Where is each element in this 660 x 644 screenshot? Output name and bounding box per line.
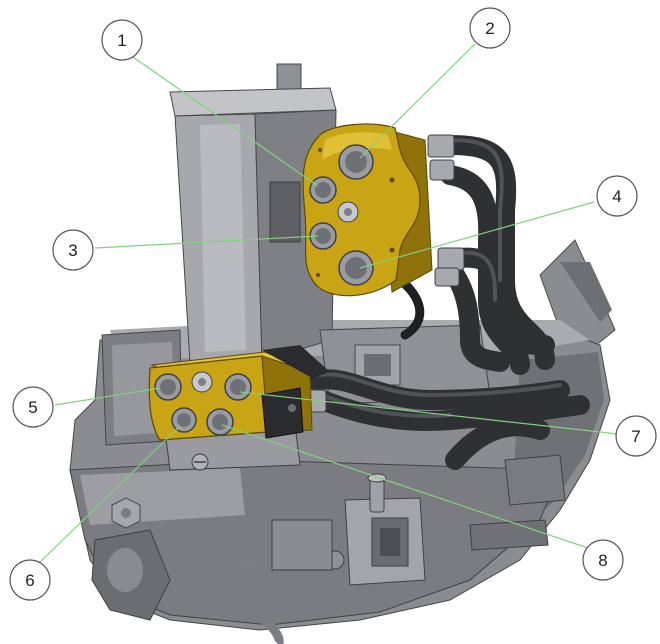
hose-7 [445,416,550,470]
upper-coupling-plate [302,123,433,297]
lower-plate-bracket [261,387,304,439]
hose-5 [310,369,570,411]
leader-lines [35,43,619,567]
hydraulic-hoses [300,135,590,470]
mid-frame-bracket-inner [364,354,391,376]
lower-coupling-plate [148,345,330,441]
tow-hitch [325,473,426,586]
upper-plate-body [302,123,421,297]
leader-7 [239,391,619,435]
svg-text:6: 6 [25,571,34,590]
right-mount [504,454,566,506]
svg-text:8: 8 [598,551,607,570]
hitch-socket-inner [380,528,400,556]
leader-4 [359,201,595,269]
hose-4 [445,265,510,372]
leader-1 [132,56,319,187]
front-beam-face [80,468,245,525]
svg-text:1: 1 [117,31,126,50]
lower-plate-hood [262,345,330,378]
svg-text:4: 4 [612,187,621,206]
svg-text:2: 2 [485,19,494,38]
callout-4: 4 [596,175,638,217]
upper-plate-ports [309,144,374,286]
callout-6: 6 [9,559,51,601]
rear-wing-shade [560,262,612,322]
svg-text:5: 5 [28,398,37,417]
callout-2: 2 [469,7,511,49]
callout-7: 7 [615,415,657,457]
hitch-pin [369,477,385,513]
leader-8 [221,424,589,549]
beam-bolt [111,497,141,529]
callouts: 1 2 3 4 5 6 7 8 [9,7,657,601]
lower-plate-ports [154,371,252,436]
hose-3 [450,247,555,355]
leader-6 [35,425,181,567]
callout-5: 5 [12,386,54,428]
right-bracket [469,519,549,551]
column-inner-shade [200,124,246,352]
column-slot [269,181,301,243]
callout-3: 3 [52,229,94,271]
chain-anchor [271,519,333,571]
callout-1: 1 [101,19,143,61]
svg-text:3: 3 [68,241,77,260]
leader-3 [94,235,319,249]
svg-text:7: 7 [631,427,640,446]
callout-8: 8 [582,539,624,581]
leader-2 [359,43,476,159]
left-housing-cap [107,548,143,592]
hose-6 [300,385,590,431]
leader-5 [54,387,161,406]
